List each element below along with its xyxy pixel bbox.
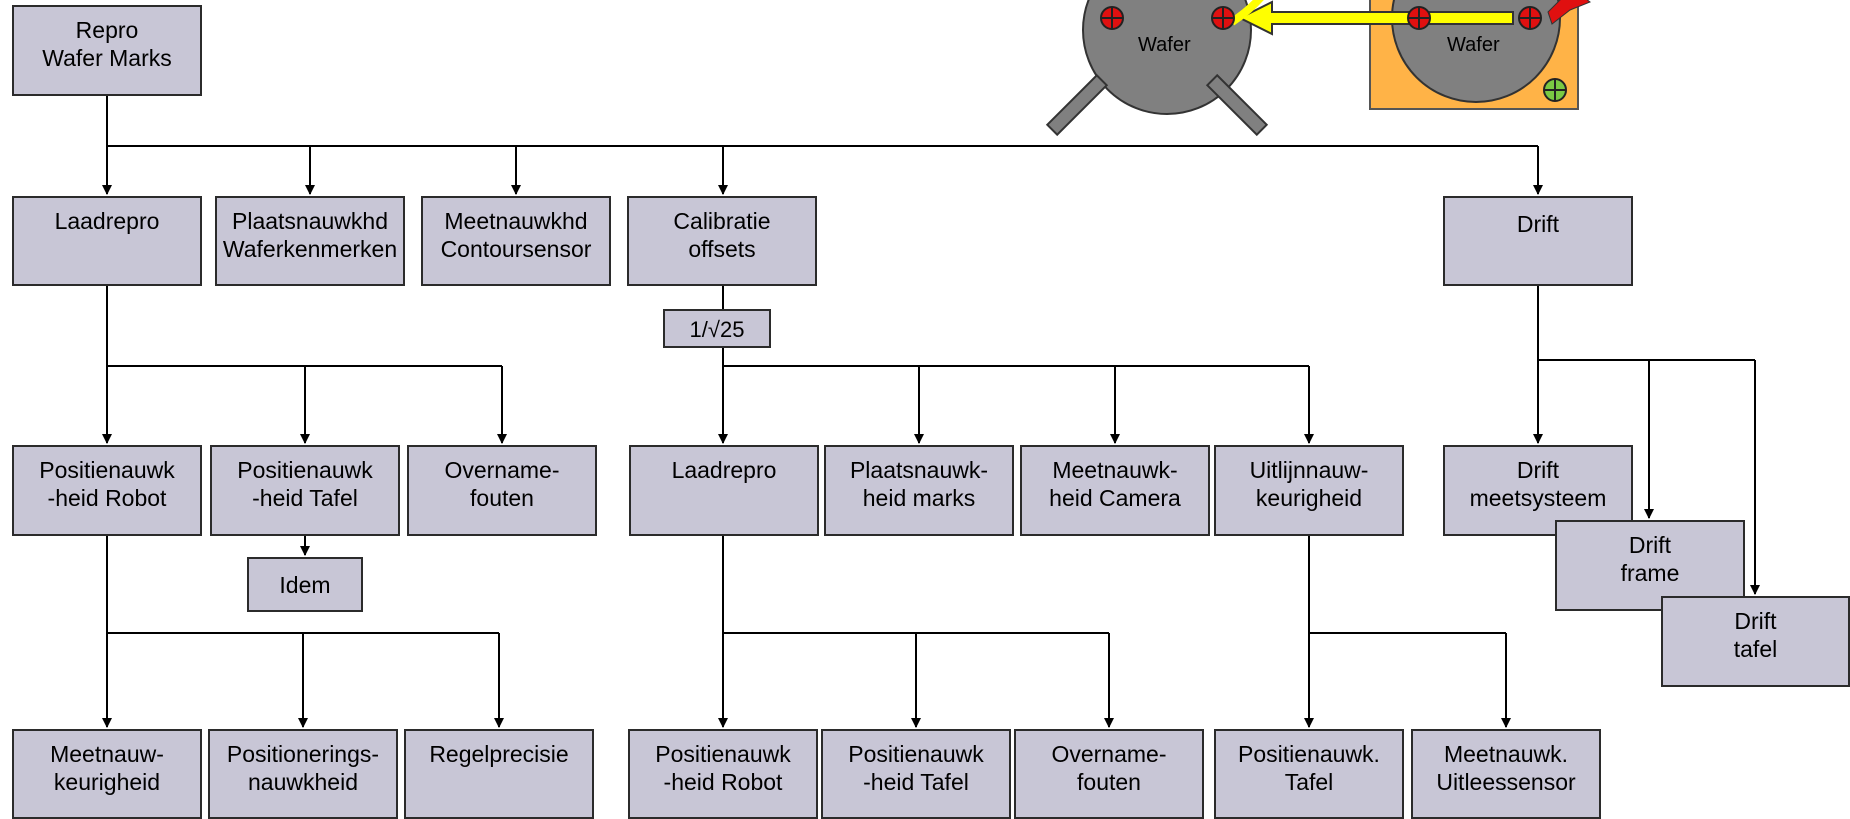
node-line: Meetnauw- (50, 741, 164, 767)
node-line: heid Camera (1049, 485, 1181, 511)
node-positioneringsnauwkheid: Positionerings- nauwkheid (208, 729, 398, 819)
node-line: Drift (1734, 608, 1777, 634)
node-uitlijnnauwkeurigheid: Uitlijnnauw- keurigheid (1214, 445, 1404, 536)
yellow-curve-arrow (1229, 0, 1264, 26)
node-drift-frame: Drift frame (1555, 520, 1745, 611)
node-line: tafel (1733, 636, 1778, 662)
node-line: -heid Robot (47, 485, 167, 511)
node-line: Uitleessensor (1436, 769, 1576, 795)
node-line: Plaatsnauwk- (849, 457, 989, 483)
node-calib-positienauwkheid-robot: Positienauwk -heid Robot (628, 729, 818, 819)
node-drift: Drift (1443, 196, 1633, 286)
node-line: fouten (1077, 769, 1141, 795)
factor-label: 1/√25 (663, 309, 771, 348)
node-line: -heid Tafel (252, 485, 358, 511)
node-line: Tafel (1284, 769, 1334, 795)
node-line: Laadrepro (671, 457, 777, 483)
node-line: Meetnauwk- (1052, 457, 1178, 483)
node-line: Idem (279, 572, 331, 598)
node-overname-fouten: Overname- fouten (407, 445, 597, 536)
reference-mark-icon (1543, 78, 1567, 102)
node-line: Overname- (444, 457, 560, 483)
node-line: Meetnauwk. (1443, 741, 1568, 767)
node-line: Positienauwk (237, 457, 373, 483)
node-line: Positionerings- (226, 741, 380, 767)
mark-icon (1407, 6, 1431, 30)
mark-icon (1211, 6, 1235, 30)
node-line: Uitlijnnauw- (1249, 457, 1369, 483)
node-line: Positienauwk (848, 741, 984, 767)
node-plaatsnauwkhd-waferkenmerken: Plaatsnauwkhd Waferkenmerken (215, 196, 405, 286)
node-line: Calibratie (673, 208, 771, 234)
node-calibratie-offsets: Calibratie offsets (627, 196, 817, 286)
node-line: nauwkheid (248, 769, 358, 795)
node-line: Repro (75, 17, 139, 43)
node-calib-overname-fouten: Overname- fouten (1014, 729, 1204, 819)
node-plaatsnauwkheid-marks: Plaatsnauwk- heid marks (824, 445, 1014, 536)
node-meetnauwkheid-camera: Meetnauwk- heid Camera (1020, 445, 1210, 536)
node-line: offsets (688, 236, 756, 262)
node-line: keurigheid (53, 769, 161, 795)
node-calib-laadrepro: Laadrepro (629, 445, 819, 536)
node-meetnauwk-uitleessensor: Meetnauwk. Uitleessensor (1411, 729, 1601, 819)
transfer-arrow (1237, 0, 1514, 36)
node-line: Laadrepro (54, 208, 160, 234)
node-idem: Idem (247, 557, 363, 612)
node-line: 1/√25 (689, 317, 745, 342)
node-positienauwkheid-tafel: Positienauwk -heid Tafel (210, 445, 400, 536)
node-line: Drift (1628, 532, 1672, 558)
node-line: Positienauwk. (1238, 741, 1380, 767)
node-line: Positienauwk (39, 457, 175, 483)
node-line: Overname- (1051, 741, 1167, 767)
mark-icon (1100, 6, 1124, 30)
wafer-holder-left (1045, 73, 1109, 137)
node-line: -heid Robot (663, 769, 783, 795)
root-node-repro-wafer-marks: Repro Wafer Marks (12, 5, 202, 96)
node-regelprecisie: Regelprecisie (404, 729, 594, 819)
node-line: Positienauwk (655, 741, 791, 767)
node-positienauwkheid-robot: Positienauwk -heid Robot (12, 445, 202, 536)
node-line: Regelprecisie (429, 741, 569, 767)
node-calib-positienauwkheid-tafel: Positienauwk -heid Tafel (821, 729, 1011, 819)
node-line: Wafer Marks (42, 45, 172, 71)
mark-icon (1518, 6, 1542, 30)
node-line: Plaatsnauwkhd (232, 208, 388, 234)
node-line: meetsysteem (1469, 485, 1607, 511)
red-arrow (1547, 0, 1591, 25)
wafer-right-label: Wafer (1447, 34, 1500, 56)
node-line: Meetnauwkhd (444, 208, 588, 234)
wafer-holder-right (1205, 73, 1269, 137)
node-line: -heid Tafel (863, 769, 969, 795)
node-line: Drift (1516, 457, 1560, 483)
node-positienauwk-tafel: Positienauwk. Tafel (1214, 729, 1404, 819)
wafer-left-label: Wafer (1138, 34, 1191, 56)
node-line: heid marks (862, 485, 976, 511)
node-line: frame (1620, 560, 1680, 586)
node-line: fouten (470, 485, 534, 511)
node-line: Drift (1516, 211, 1560, 237)
node-drift-tafel: Drift tafel (1661, 596, 1850, 687)
wafer-illustration: Wafer Wafer (1045, 0, 1591, 137)
node-line: keurigheid (1255, 485, 1363, 511)
node-meetnauwkhd-contoursensor: Meetnauwkhd Contoursensor (421, 196, 611, 286)
node-laadrepro: Laadrepro (12, 196, 202, 286)
node-meetnauwkeurigheid: Meetnauw- keurigheid (12, 729, 202, 819)
node-line: Waferkenmerken (222, 236, 398, 262)
node-line: Contoursensor (440, 236, 592, 262)
